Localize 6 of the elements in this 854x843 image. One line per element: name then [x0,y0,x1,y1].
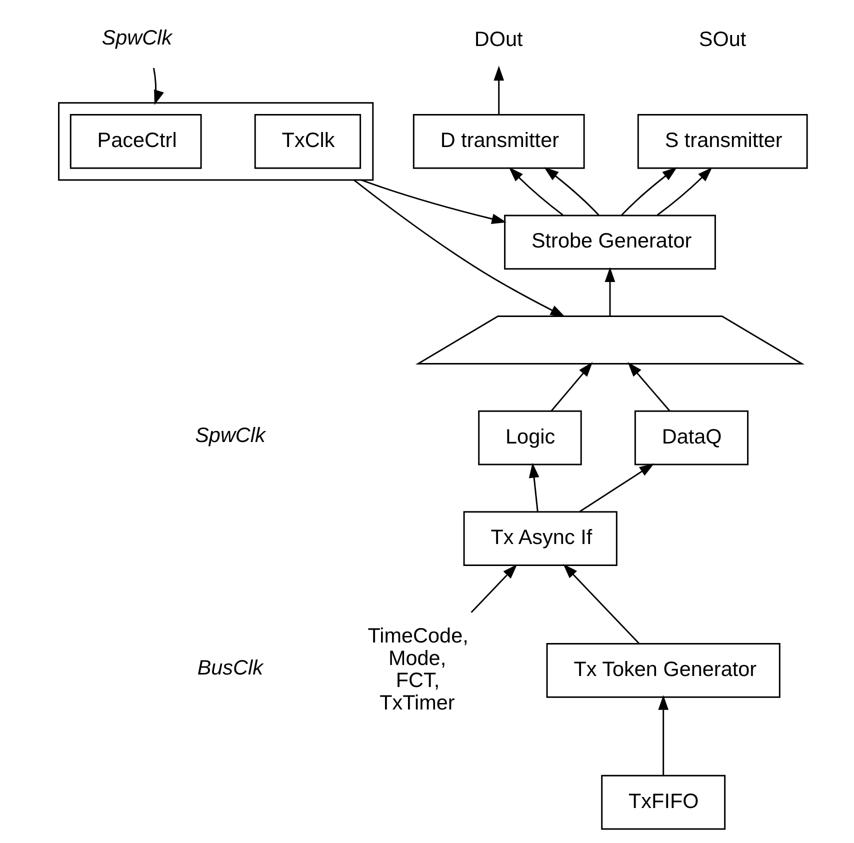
node-text: SpwClk [102,26,172,50]
label: SpwClk [195,424,266,447]
node-text: SOut [698,28,746,52]
label: BusClk [197,656,264,680]
node-text: TimeCode, Mode, FCT, TxTimer [368,624,468,714]
node-text: DOut [474,28,523,52]
